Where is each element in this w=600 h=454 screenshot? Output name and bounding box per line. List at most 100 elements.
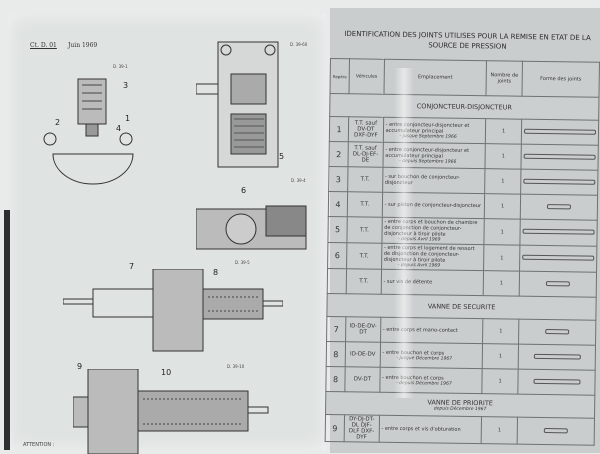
table-row: 6 T.T. - entre corps et logement de ress… <box>327 242 597 273</box>
count-cell: 1 <box>485 143 522 170</box>
table-title: IDENTIFICATION DES JOINTS UTILISES POUR … <box>344 29 591 51</box>
callout: 8 <box>213 268 219 277</box>
seal-shape-cell <box>517 417 595 446</box>
count-cell: 1 <box>482 318 519 345</box>
seal-shape-icon <box>543 427 568 433</box>
table-row: 9 DY-DJ-DT-DL DJF-DLF DXF-DYF - entre co… <box>325 414 595 446</box>
section-name: VANNE DE SECURITE <box>427 302 496 312</box>
safety-valve-drawing <box>63 269 283 352</box>
vehicles-cell: T.T. <box>347 166 383 193</box>
count-cell: 1 <box>484 218 521 246</box>
count-cell: 1 <box>481 416 518 445</box>
table-row: 8 ID-DE-DV - entre bouchon et corps- jus… <box>326 341 596 371</box>
seal-shape-icon <box>533 353 581 360</box>
location-text: - entre corps et vis d'obturation <box>381 425 461 433</box>
page-date: Juin 1969 <box>68 42 98 49</box>
seal-shape-cell <box>519 271 597 298</box>
repere-cell: 8 <box>326 341 346 367</box>
repere-cell: 3 <box>328 166 349 192</box>
table-row: 8 DV-DT - entre bouchon et corps- depuis… <box>325 366 596 396</box>
vehicles-cell: T.T. <box>346 268 382 295</box>
figure-label: D. 39-10 <box>227 364 245 369</box>
seal-shape-cell <box>519 219 598 247</box>
seal-shape-icon <box>545 280 570 286</box>
seal-shape-icon <box>545 328 570 334</box>
repere-cell: 5 <box>327 216 348 243</box>
seal-shape-icon <box>523 178 596 185</box>
callout: 6 <box>241 186 247 195</box>
page-reference: Ct. D. 01 <box>30 42 57 49</box>
table-row: 5 T.T. - entre corps et bouchon de chamb… <box>327 216 598 247</box>
repere-cell: 8 <box>325 366 346 392</box>
repere-cell: 4 <box>328 191 348 217</box>
figure-label: D. 39-5 <box>235 260 250 265</box>
callout: 9 <box>77 362 83 371</box>
count-cell: 1 <box>485 118 522 145</box>
seal-shape-cell <box>520 194 598 221</box>
callout: 7 <box>129 262 135 271</box>
seal-shape-cell <box>517 369 596 396</box>
seal-shape-icon <box>522 228 595 235</box>
repere-cell: 1 <box>329 116 349 142</box>
accumulator-drawing <box>43 78 134 185</box>
seal-shape-cell <box>518 319 596 346</box>
vehicles-cell: ID-DE-DV-DT <box>345 316 381 343</box>
seal-table: Repère Véhicules Emplacement Nombre de j… <box>325 58 600 446</box>
table-row: 4 T.T. - sur piston de conjoncteur-disjo… <box>328 191 598 221</box>
vehicles-cell: DY-DJ-DT-DL DJF-DLF DXF-DYF <box>344 414 380 443</box>
vehicles-cell: T.T. <box>347 191 383 218</box>
footer-note: ATTENTION : <box>23 442 55 448</box>
seal-shape-icon <box>523 153 596 160</box>
seal-shape-icon <box>546 203 571 209</box>
repere-cell: 6 <box>327 242 348 269</box>
left-page-diagrams: Ct. D. 01 Juin 1969 D. 39-1 D. 39-60 D. … <box>8 14 326 454</box>
table-row: 7 ID-DE-DV-DT - entre corps et mano-cont… <box>326 316 596 346</box>
vehicles-cell: ID-DE-DV <box>345 341 381 368</box>
seal-shape-cell <box>519 245 597 273</box>
repere-cell: 7 <box>326 316 346 342</box>
repere-cell: 9 <box>325 414 345 442</box>
seal-shape-cell <box>520 169 598 196</box>
seal-shape-cell <box>518 344 596 371</box>
count-cell: 1 <box>484 193 521 220</box>
callout: 5 <box>279 152 285 161</box>
column-header: Forme des joints <box>521 61 600 98</box>
section-name: VANNE DE PRIORITE <box>427 397 494 407</box>
section-name: CONJONCTEUR-DISJONCTEUR <box>416 102 512 112</box>
right-page-table: IDENTIFICATION DES JOINTS UTILISES POUR … <box>325 8 600 453</box>
priority-valve-drawing <box>73 369 269 454</box>
table-row: 1 T.T. sauf DV-DT DXF-DYF - entre conjon… <box>329 116 599 146</box>
table-row: 3 T.T. - sur bouchon de conjoncteur-disj… <box>328 166 598 196</box>
seal-shape-icon <box>523 128 597 135</box>
count-cell: 1 <box>483 270 520 297</box>
count-cell: 1 <box>482 368 519 395</box>
repere-cell <box>327 268 347 294</box>
repere-cell: 2 <box>328 141 349 167</box>
seal-shape-icon <box>532 378 581 385</box>
count-cell: 1 <box>484 168 521 195</box>
seal-shape-cell <box>520 144 599 171</box>
vehicles-cell: DV-DT <box>344 366 380 393</box>
pilot-valve-drawing <box>196 205 307 250</box>
seal-shape-icon <box>522 254 595 261</box>
column-header: Véhicules <box>349 58 385 95</box>
table-header-row: Repère Véhicules Emplacement Nombre de j… <box>330 58 600 98</box>
figure-label: D. 39-1 <box>113 64 128 69</box>
column-header: Repère <box>330 58 350 94</box>
binder-edge <box>4 210 10 450</box>
callout: 3 <box>123 81 129 90</box>
figure-label: D. 39-60 <box>290 42 308 47</box>
callout: 1 <box>125 114 131 123</box>
figure-label: D. 39-4 <box>291 178 306 183</box>
vehicles-cell: T.T. sauf DV-DT DXF-DYF <box>348 116 384 143</box>
count-cell: 1 <box>482 343 519 370</box>
callout: 10 <box>161 368 172 377</box>
location-cell: - entre corps et vis d'obturation <box>378 415 482 444</box>
conjoncteur-drawing <box>196 41 279 168</box>
table-row: T.T. - sur vis de détente 1 <box>327 268 597 298</box>
table-row: 2 T.T. sauf DL-DJ-EF-DE - entre conjonct… <box>328 141 599 171</box>
callout: 4 <box>116 124 122 133</box>
seal-shape-cell <box>521 119 599 146</box>
vehicles-cell: T.T. sauf DL-DJ-EF-DE <box>348 141 383 168</box>
vehicles-cell: T.T. <box>347 216 382 244</box>
